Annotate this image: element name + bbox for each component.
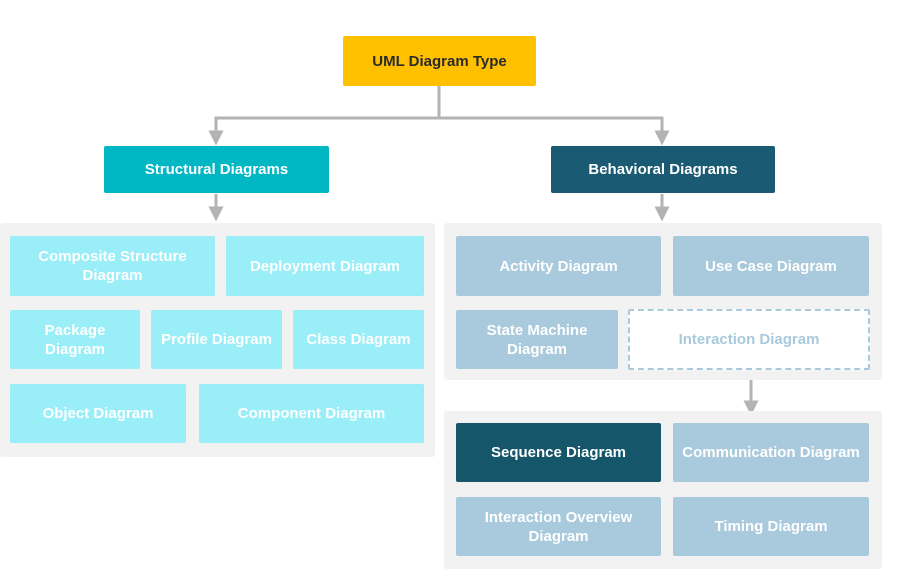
node-label: Composite Structure Diagram	[38, 248, 187, 284]
node-label: Use Case Diagram	[705, 257, 837, 275]
interaction-diagram-node: Interaction Diagram	[628, 309, 870, 370]
package-diagram-node: Package Diagram	[10, 310, 140, 369]
node-label: Package Diagram	[44, 321, 106, 358]
state-machine-diagram-node: State Machine Diagram	[456, 310, 618, 369]
node-label: Sequence Diagram	[490, 444, 627, 461]
node-label: Component Diagram	[237, 405, 386, 422]
node-label: Deployment Diagram	[249, 257, 401, 275]
profile-diagram-node: Profile Diagram	[151, 310, 282, 369]
activity-diagram-node: Activity Diagram	[456, 236, 661, 296]
component-diagram-node: Component Diagram	[199, 384, 424, 443]
behavioral-diagrams-header: Behavioral Diagrams	[551, 146, 775, 193]
node-label: Object Diagram	[42, 405, 154, 422]
node-label: Interaction Overview Diagram	[484, 508, 633, 545]
node-label: State Machine Diagram	[486, 321, 588, 358]
communication-diagram-node: Communication Diagram	[673, 423, 869, 482]
sequence-diagram-node: Sequence Diagram	[456, 423, 661, 482]
root-to-structural-connector	[208, 86, 441, 146]
interaction-overview-diagram-node: Interaction Overview Diagram	[456, 497, 661, 556]
root-label: UML Diagram Type	[372, 52, 507, 70]
node-label: Profile Diagram	[161, 331, 272, 348]
node-label: Timing Diagram	[714, 518, 828, 535]
deployment-diagram-node: Deployment Diagram	[226, 236, 424, 296]
node-label: Activity Diagram	[499, 257, 618, 275]
timing-diagram-node: Timing Diagram	[673, 497, 869, 556]
structural-header-label: Structural Diagrams	[144, 161, 289, 178]
node-label: Interaction Diagram	[678, 331, 820, 348]
class-diagram-node: Class Diagram	[293, 310, 424, 369]
node-label: Communication Diagram	[682, 444, 860, 461]
use-case-diagram-node: Use Case Diagram	[673, 236, 869, 296]
behavioral-header-label: Behavioral Diagrams	[588, 161, 738, 178]
object-diagram-node: Object Diagram	[10, 384, 186, 443]
structural-diagrams-header: Structural Diagrams	[104, 146, 329, 193]
root-to-behavioral-connector	[439, 116, 670, 146]
node-label: Class Diagram	[306, 331, 411, 348]
root-node: UML Diagram Type	[343, 36, 536, 86]
composite-structure-diagram-node: Composite Structure Diagram	[10, 236, 215, 296]
